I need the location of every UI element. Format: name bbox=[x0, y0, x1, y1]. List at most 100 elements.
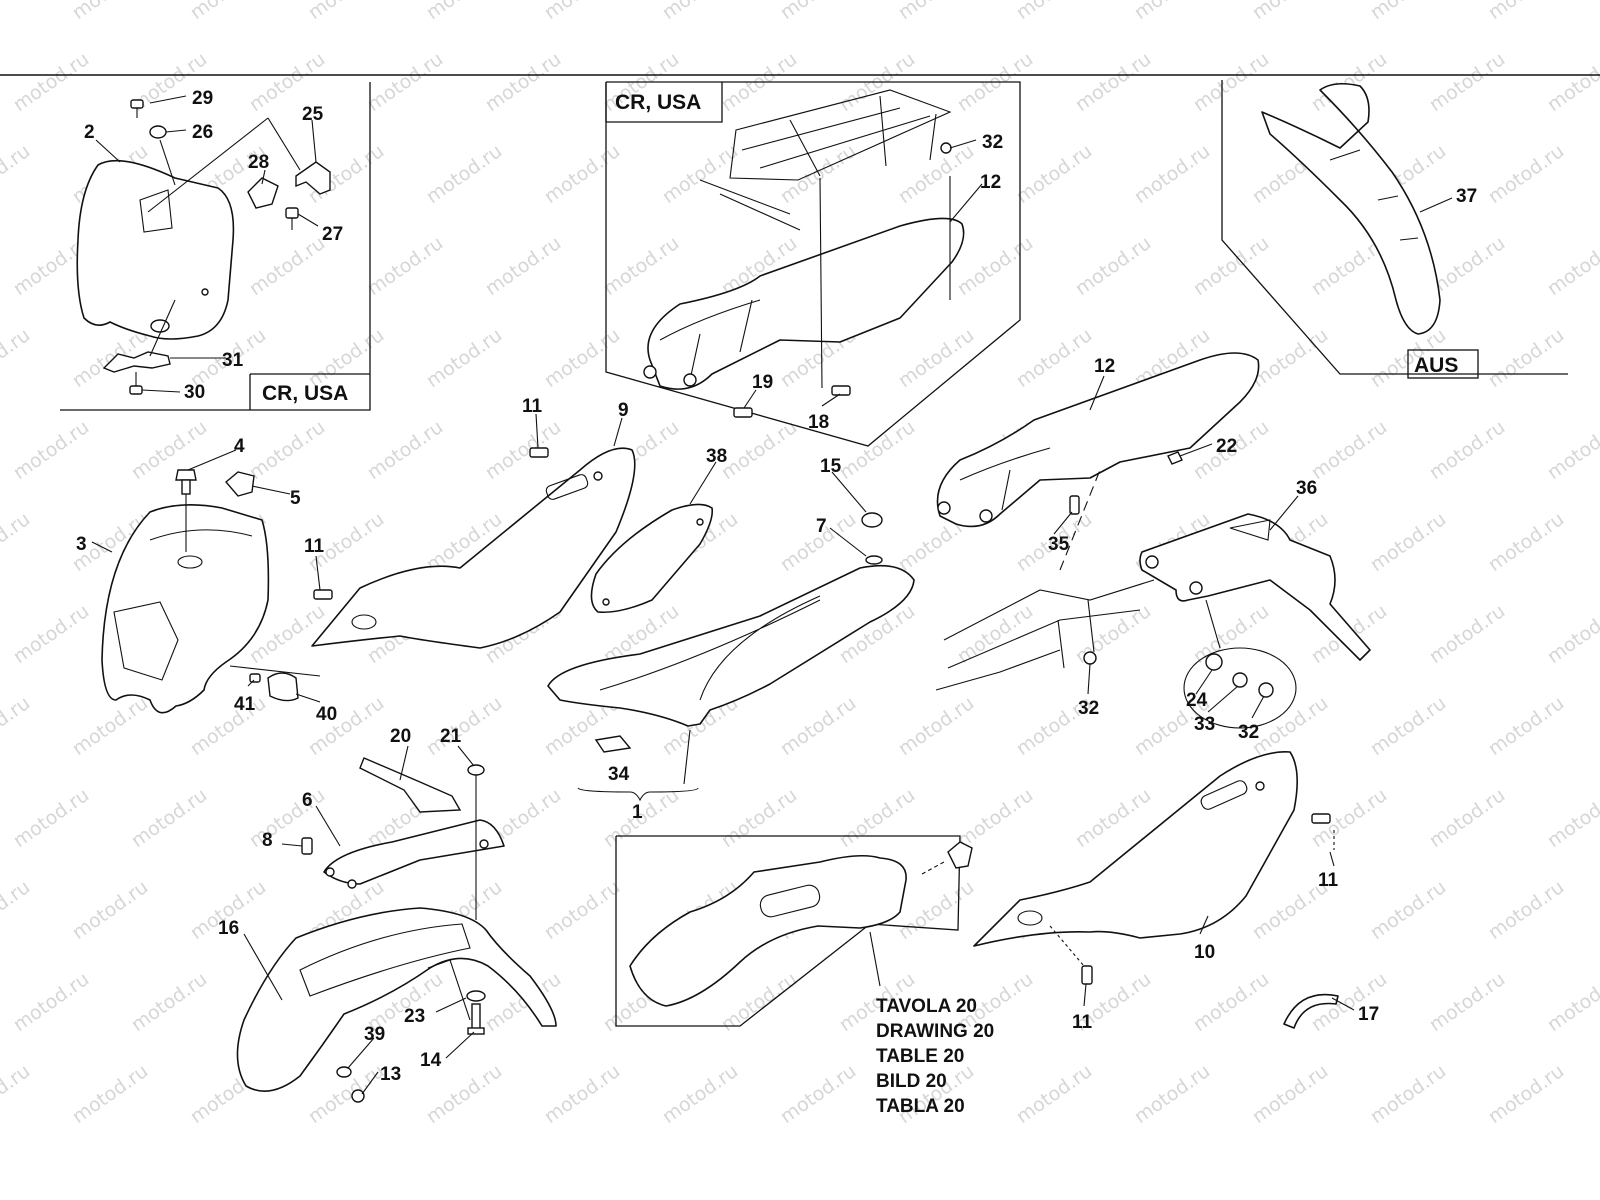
watermark-text: motod.ru bbox=[1366, 876, 1450, 944]
watermark-text: motod.ru bbox=[1484, 508, 1568, 576]
plate-holder bbox=[1139, 513, 1371, 729]
watermark-text: motod.ru bbox=[1543, 48, 1600, 116]
cross-reference-line-1: TAVOLA 20 bbox=[876, 996, 977, 1017]
watermark-text: motod.ru bbox=[1248, 1060, 1332, 1128]
watermark-text: motod.ru bbox=[68, 1060, 152, 1128]
watermark-text: motod.ru bbox=[1248, 324, 1332, 392]
watermark-text: motod.ru bbox=[1012, 1060, 1096, 1128]
watermark-text: motod.ru bbox=[186, 0, 270, 24]
seat-part-12 bbox=[936, 352, 1260, 528]
watermark-text: motod.ru bbox=[1484, 1060, 1568, 1128]
watermark-text: motod.ru bbox=[1543, 416, 1600, 484]
callout-32-top: 32 bbox=[982, 132, 1003, 153]
callout-11-right: 11 bbox=[1318, 870, 1339, 891]
callout-6: 6 bbox=[302, 790, 313, 811]
watermark-text: motod.ru bbox=[0, 0, 34, 24]
watermark-text: motod.ru bbox=[0, 876, 34, 944]
callout-40: 40 bbox=[316, 704, 337, 725]
callout-3: 3 bbox=[76, 534, 87, 555]
watermark-text: motod.ru bbox=[717, 784, 801, 852]
callout-33: 33 bbox=[1194, 714, 1215, 735]
watermark-text: motod.ru bbox=[953, 600, 1037, 668]
cross-reference-line-2: DRAWING 20 bbox=[876, 1021, 994, 1042]
callout-17: 17 bbox=[1358, 1004, 1379, 1025]
callout-14: 14 bbox=[420, 1050, 442, 1071]
watermark-text: motod.ru bbox=[1012, 0, 1096, 24]
watermark-text: motod.ru bbox=[1425, 968, 1509, 1036]
callout-26: 26 bbox=[192, 122, 213, 143]
callout-29: 29 bbox=[192, 88, 213, 109]
watermark-text: motod.ru bbox=[481, 416, 565, 484]
watermark-text: motod.ru bbox=[717, 416, 801, 484]
watermark-text: motod.ru bbox=[481, 48, 565, 116]
watermark-text: motod.ru bbox=[1189, 968, 1273, 1036]
callout-13: 13 bbox=[380, 1064, 401, 1085]
callout-12-top: 12 bbox=[980, 172, 1001, 193]
watermark-text: motod.ru bbox=[953, 232, 1037, 300]
watermark-text: motod.ru bbox=[1425, 600, 1509, 668]
watermark-text: motod.ru bbox=[658, 0, 742, 24]
watermark-text: motod.ru bbox=[0, 692, 34, 760]
callout-7: 7 bbox=[816, 516, 827, 537]
callout-32-lower: 32 bbox=[1238, 722, 1259, 743]
watermark-text: motod.ru bbox=[304, 0, 388, 24]
watermark-text: motod.ru bbox=[1071, 232, 1155, 300]
cross-reference-line-4: BILD 20 bbox=[876, 1071, 947, 1092]
plate-holder-part-36 bbox=[1139, 513, 1371, 661]
side-panel-left bbox=[311, 447, 636, 649]
watermark-text: motod.ru bbox=[481, 232, 565, 300]
front-fender-assembly bbox=[236, 757, 557, 1103]
watermark-text: motod.ru bbox=[1012, 140, 1096, 208]
front-fender-part-16 bbox=[236, 907, 557, 1092]
callout-11-left: 11 bbox=[304, 536, 325, 557]
callout-5: 5 bbox=[290, 488, 301, 509]
watermark-text: motod.ru bbox=[1366, 508, 1450, 576]
watermark-text: motod.ru bbox=[68, 0, 152, 24]
watermark-text: motod.ru bbox=[1484, 324, 1568, 392]
callout-9: 9 bbox=[618, 400, 629, 421]
watermark-text: motod.ru bbox=[835, 416, 919, 484]
watermark-text: motod.ru bbox=[540, 0, 624, 24]
callout-32-middle: 32 bbox=[1078, 698, 1099, 719]
callout-12-right: 12 bbox=[1094, 356, 1115, 377]
watermark-text: motod.ru bbox=[1543, 232, 1600, 300]
watermark-text: motod.ru bbox=[127, 416, 211, 484]
callout-15: 15 bbox=[820, 456, 842, 477]
callout-1: 1 bbox=[632, 802, 643, 823]
fender-bracket-part-6 bbox=[323, 819, 505, 885]
callout-10: 10 bbox=[1194, 942, 1215, 963]
callout-labels: 29 26 2 25 28 27 31 30 32 12 19 18 37 4 … bbox=[76, 88, 1477, 1085]
watermark-text: motod.ru bbox=[776, 1060, 860, 1128]
watermark-text: motod.ru bbox=[835, 784, 919, 852]
callout-24: 24 bbox=[1186, 690, 1208, 711]
watermark-text: motod.ru bbox=[953, 784, 1037, 852]
callout-28: 28 bbox=[248, 152, 269, 173]
watermark-text: motod.ru bbox=[1484, 140, 1568, 208]
watermark-text: motod.ru bbox=[540, 1060, 624, 1128]
watermark-text: motod.ru bbox=[1130, 0, 1214, 24]
watermark-text: motod.ru bbox=[363, 416, 447, 484]
side-window bbox=[590, 503, 714, 614]
watermark-text: motod.ru bbox=[540, 324, 624, 392]
headlight-mask-part bbox=[76, 159, 235, 340]
watermark-text: motod.ru bbox=[1307, 416, 1391, 484]
watermark-text: motod.ru bbox=[245, 232, 329, 300]
callout-38: 38 bbox=[706, 446, 727, 467]
watermark-text: motod.ru bbox=[127, 784, 211, 852]
watermark-text: motod.ru bbox=[894, 876, 978, 944]
callout-25: 25 bbox=[302, 104, 324, 125]
watermark-text: motod.ru bbox=[363, 232, 447, 300]
seat-inset-part bbox=[647, 217, 965, 390]
watermark-text: motod.ru bbox=[1484, 692, 1568, 760]
watermark-text: motod.ru bbox=[9, 416, 93, 484]
callout-11-upper: 11 bbox=[522, 396, 543, 417]
watermark-text: motod.ru bbox=[1543, 784, 1600, 852]
watermark-text: motod.ru bbox=[363, 48, 447, 116]
seat-assembly bbox=[547, 512, 915, 802]
watermark-text: motod.ru bbox=[1189, 48, 1273, 116]
watermark-text: motod.ru bbox=[304, 692, 388, 760]
watermark-text: motod.ru bbox=[658, 1060, 742, 1128]
inset-seat-cr-usa: CR, USA bbox=[605, 81, 1021, 447]
watermark-text: motod.ru bbox=[1130, 1060, 1214, 1128]
